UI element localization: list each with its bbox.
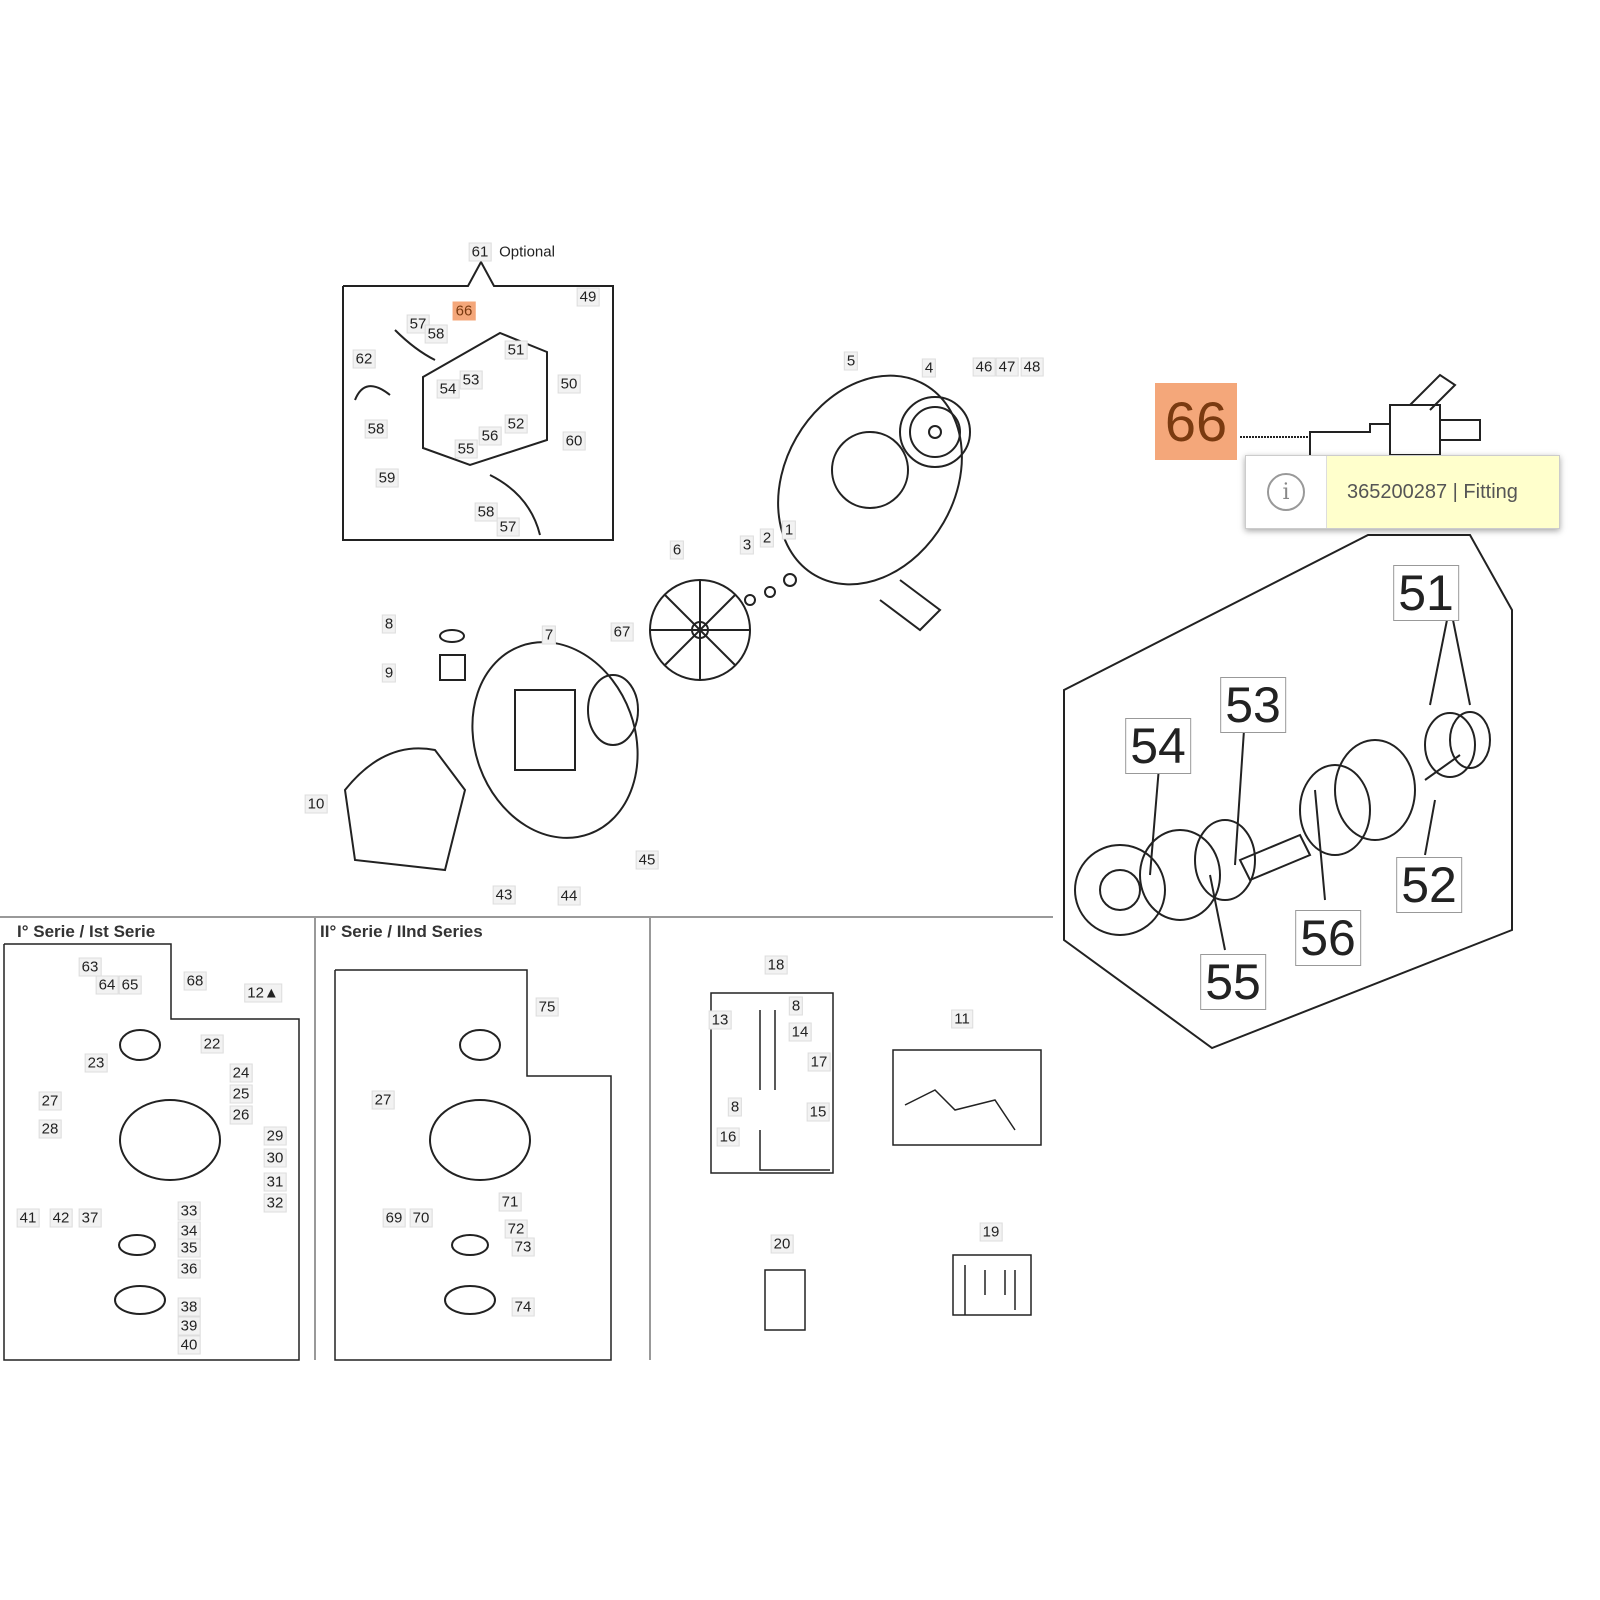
detail-part-callout[interactable]: 54 bbox=[1125, 718, 1191, 774]
part-callout[interactable]: 1 bbox=[781, 520, 797, 540]
part-callout[interactable]: 57 bbox=[496, 517, 520, 537]
part-callout[interactable]: 31 bbox=[263, 1172, 287, 1192]
part-callout[interactable]: 53 bbox=[459, 370, 483, 390]
part-callout[interactable]: 27 bbox=[38, 1091, 62, 1111]
part-callout[interactable]: 8 bbox=[381, 614, 397, 634]
section-header-first-series: I° Serie / Ist Serie bbox=[17, 922, 156, 941]
part-callout[interactable]: 45 bbox=[635, 850, 659, 870]
part-callout[interactable]: 71 bbox=[498, 1192, 522, 1212]
part-callout[interactable]: 59 bbox=[375, 468, 399, 488]
part-callout[interactable]: 55 bbox=[454, 439, 478, 459]
part-callout[interactable]: 4 bbox=[921, 358, 937, 378]
part-callout[interactable]: 25 bbox=[229, 1084, 253, 1104]
part-callout[interactable]: 16 bbox=[716, 1127, 740, 1147]
part-callout[interactable]: 28 bbox=[38, 1119, 62, 1139]
part-callout[interactable]: 22 bbox=[200, 1034, 224, 1054]
part-callout[interactable]: 44 bbox=[557, 886, 581, 906]
part-callout[interactable]: 11 bbox=[951, 1009, 973, 1029]
part-callout[interactable]: 63 bbox=[78, 957, 102, 977]
part-callout[interactable]: 73 bbox=[511, 1237, 535, 1257]
part-callout[interactable]: 9 bbox=[381, 663, 397, 683]
part-callout[interactable]: 15 bbox=[806, 1102, 830, 1122]
part-callout[interactable]: 35 bbox=[177, 1238, 201, 1258]
detail-part-callout[interactable]: 52 bbox=[1396, 857, 1462, 913]
part-callout[interactable]: 49 bbox=[576, 287, 600, 307]
part-callout[interactable]: 7 bbox=[541, 625, 557, 645]
part-callout[interactable]: 33 bbox=[177, 1201, 201, 1221]
part-callout[interactable]: 39 bbox=[177, 1316, 201, 1336]
optional-group-number: 61 bbox=[468, 242, 492, 262]
part-callout[interactable]: 46 bbox=[972, 357, 996, 377]
detail-part-callout[interactable]: 55 bbox=[1200, 954, 1266, 1010]
part-callout[interactable]: 43 bbox=[492, 885, 516, 905]
part-callout[interactable]: 10 bbox=[304, 794, 328, 814]
part-callout[interactable]: 70 bbox=[409, 1208, 433, 1228]
part-callout[interactable]: 48 bbox=[1020, 357, 1044, 377]
section-header-second-series: II° Serie / IInd Series bbox=[320, 922, 483, 941]
part-callout[interactable]: 27 bbox=[371, 1090, 395, 1110]
part-callout[interactable]: 12▲ bbox=[244, 983, 282, 1003]
part-callout[interactable]: 36 bbox=[177, 1259, 201, 1279]
info-icon: i bbox=[1246, 456, 1326, 528]
part-callout[interactable]: 18 bbox=[764, 955, 788, 975]
part-callout[interactable]: 42 bbox=[49, 1208, 73, 1228]
part-callout[interactable]: 67 bbox=[610, 622, 634, 642]
part-callout[interactable]: 8 bbox=[788, 996, 804, 1016]
detail-part-callout[interactable]: 53 bbox=[1220, 677, 1286, 733]
optional-group-label: Optional bbox=[499, 243, 555, 261]
part-callout[interactable]: 17 bbox=[807, 1052, 831, 1072]
part-callout[interactable]: 58 bbox=[474, 502, 498, 522]
part-callout[interactable]: 14 bbox=[788, 1022, 812, 1042]
part-callout[interactable]: 56 bbox=[478, 426, 502, 446]
part-callout[interactable]: 50 bbox=[557, 374, 581, 394]
part-callout[interactable]: 58 bbox=[424, 324, 448, 344]
part-callout[interactable]: 2 bbox=[759, 528, 775, 548]
part-callout[interactable]: 23 bbox=[84, 1053, 108, 1073]
detail-part-callout[interactable]: 56 bbox=[1295, 910, 1361, 966]
part-callout[interactable]: 13 bbox=[708, 1010, 732, 1030]
part-callout[interactable]: 62 bbox=[352, 349, 376, 369]
part-callout[interactable]: 52 bbox=[504, 414, 528, 434]
part-callout-highlighted[interactable]: 66 bbox=[452, 301, 476, 321]
part-callout[interactable]: 51 bbox=[504, 340, 528, 360]
part-callout[interactable]: 54 bbox=[436, 379, 460, 399]
highlighted-part-callout[interactable]: 66 bbox=[1155, 383, 1237, 460]
detail-part-callout[interactable]: 51 bbox=[1393, 565, 1459, 621]
part-callout[interactable]: 64 bbox=[95, 975, 119, 995]
tooltip-text: 365200287 | Fitting bbox=[1326, 456, 1559, 528]
part-callout[interactable]: 72 bbox=[504, 1219, 528, 1239]
part-callout[interactable]: 58 bbox=[364, 419, 388, 439]
part-callout[interactable]: 38 bbox=[177, 1297, 201, 1317]
part-callout[interactable]: 5 bbox=[843, 351, 859, 371]
part-callout[interactable]: 8 bbox=[727, 1097, 743, 1117]
part-callout[interactable]: 47 bbox=[995, 357, 1019, 377]
part-callout[interactable]: 69 bbox=[382, 1208, 406, 1228]
part-callout[interactable]: 30 bbox=[263, 1148, 287, 1168]
part-callout[interactable]: 65 bbox=[118, 975, 142, 995]
part-callout[interactable]: 26 bbox=[229, 1105, 253, 1125]
part-callout[interactable]: 24 bbox=[229, 1063, 253, 1083]
part-callout[interactable]: 60 bbox=[562, 431, 586, 451]
part-callout[interactable]: 20 bbox=[770, 1234, 794, 1254]
part-callout[interactable]: 19 bbox=[979, 1222, 1003, 1242]
part-tooltip: i 365200287 | Fitting bbox=[1245, 455, 1560, 529]
part-callout[interactable]: 6 bbox=[669, 540, 685, 560]
part-callout[interactable]: 32 bbox=[263, 1193, 287, 1213]
part-callout[interactable]: 74 bbox=[511, 1297, 535, 1317]
part-callout[interactable]: 75 bbox=[535, 997, 559, 1017]
part-callout[interactable]: 3 bbox=[739, 535, 755, 555]
part-callout[interactable]: 37 bbox=[78, 1208, 102, 1228]
part-callout[interactable]: 29 bbox=[263, 1126, 287, 1146]
part-callout[interactable]: 41 bbox=[16, 1208, 40, 1228]
part-callout[interactable]: 57 bbox=[406, 314, 430, 334]
part-callout[interactable]: 68 bbox=[183, 971, 207, 991]
part-callout[interactable]: 40 bbox=[177, 1335, 201, 1355]
